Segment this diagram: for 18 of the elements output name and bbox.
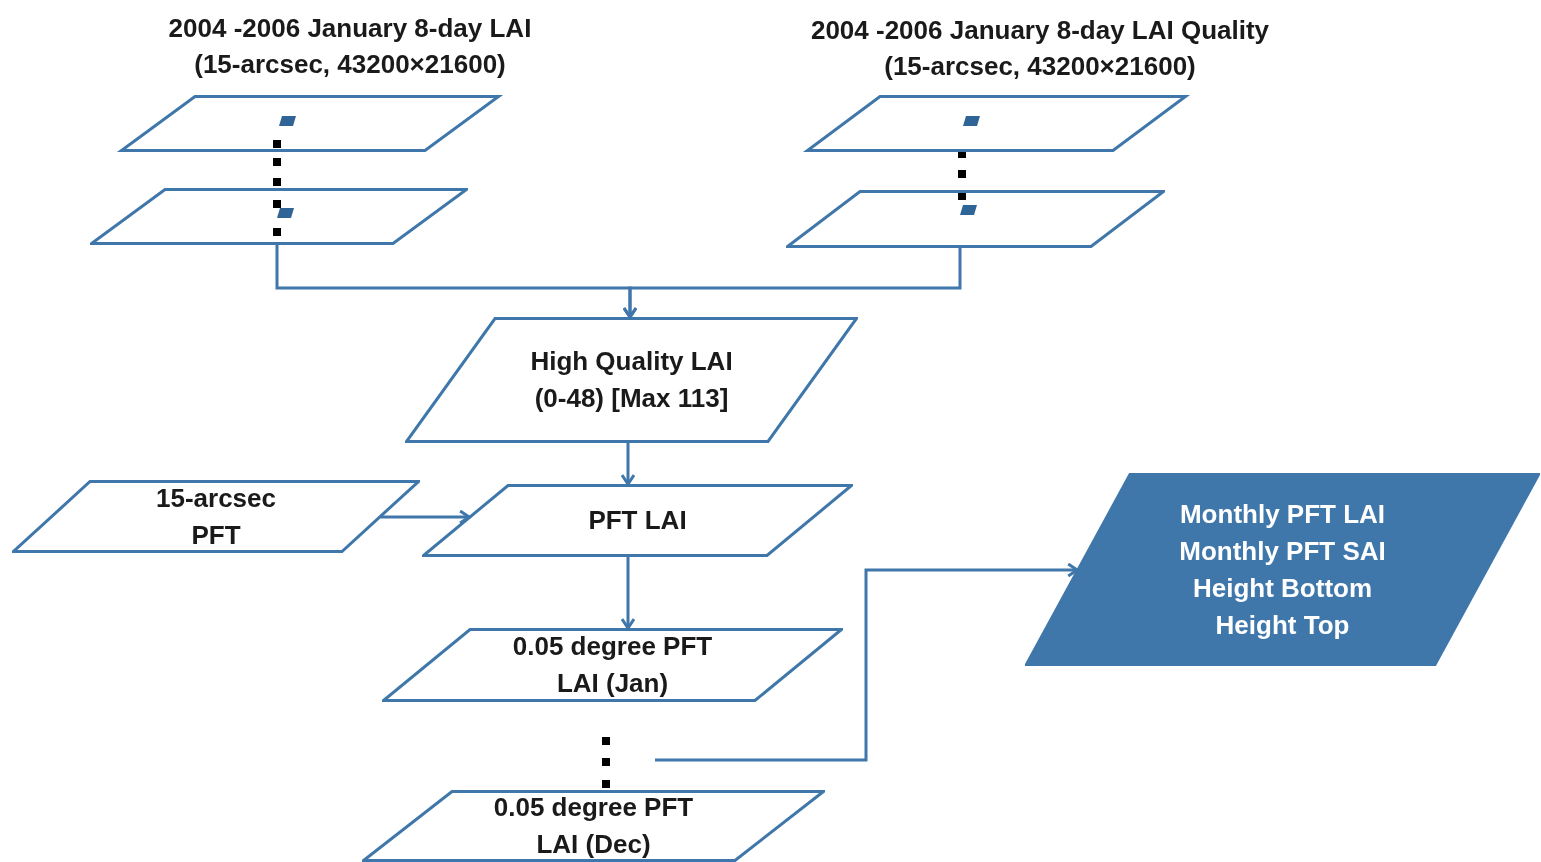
node-label: Height Top [1214,608,1351,642]
node-label: Monthly PFT SAI [1178,534,1387,568]
arrow [380,509,471,525]
layer-heading: (15-arcsec, 43200×21600) [884,50,1196,83]
layer-heading: (15-arcsec, 43200×21600) [194,48,506,81]
arrow [622,248,962,319]
layer-heading: 2004 -2006 January 8-day LAI Quality [810,14,1270,47]
node-label: Monthly PFT LAI [1178,497,1387,531]
arrow [655,562,1079,762]
node-label: 15-arcsec PFT [155,481,277,552]
node-label: High Quality LAI (0-48) [Max 113] [529,345,734,415]
node-label: 0.05 degree PFT LAI (Dec) [492,791,695,861]
node-label: Height Bottom [1191,571,1374,605]
arrow [620,557,636,630]
node-label: PFT LAI [587,504,688,537]
layer-heading: 2004 -2006 January 8-day LAI [168,12,532,45]
arrow [620,443,636,486]
node-label: 0.05 degree PFT LAI (Jan) [511,630,714,700]
